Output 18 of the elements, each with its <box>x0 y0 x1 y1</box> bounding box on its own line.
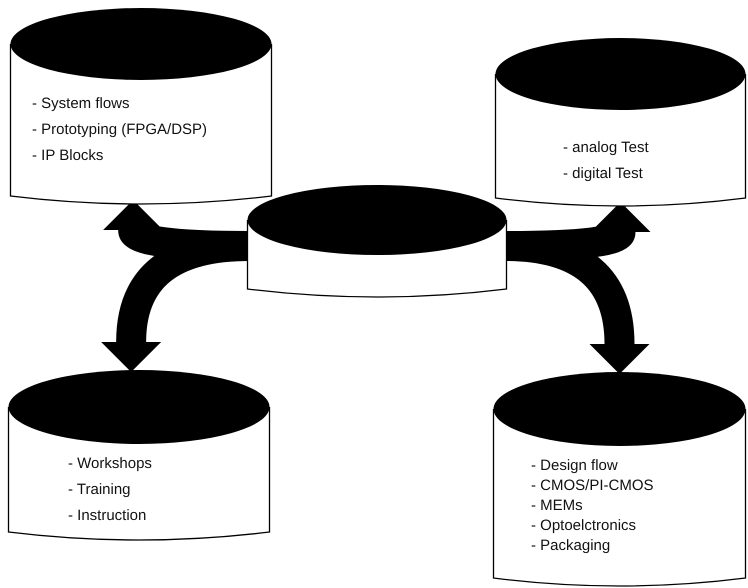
list-item: - Design flow <box>531 456 618 476</box>
database-cylinder <box>247 185 507 297</box>
list-item: - Workshops <box>68 454 152 474</box>
database-cylinder <box>495 38 746 206</box>
list-item: - Optoelctronics <box>531 516 636 536</box>
list-item: - digital Test <box>563 164 643 184</box>
list-item: - MEMs <box>531 496 583 516</box>
list-item: - Instruction <box>68 506 146 526</box>
list-item: - Packaging <box>531 536 610 556</box>
list-item: - IP Blocks <box>32 146 104 166</box>
database-cylinder <box>493 372 746 586</box>
list-item: - Prototyping (FPGA/DSP) <box>32 120 208 140</box>
list-item: - CMOS/PI-CMOS <box>531 476 654 496</box>
list-item: - analog Test <box>563 138 649 158</box>
list-item: - Training <box>68 480 131 500</box>
database-cylinder <box>8 370 270 540</box>
database-cylinder <box>10 8 272 204</box>
list-item: - System flows <box>32 94 130 114</box>
